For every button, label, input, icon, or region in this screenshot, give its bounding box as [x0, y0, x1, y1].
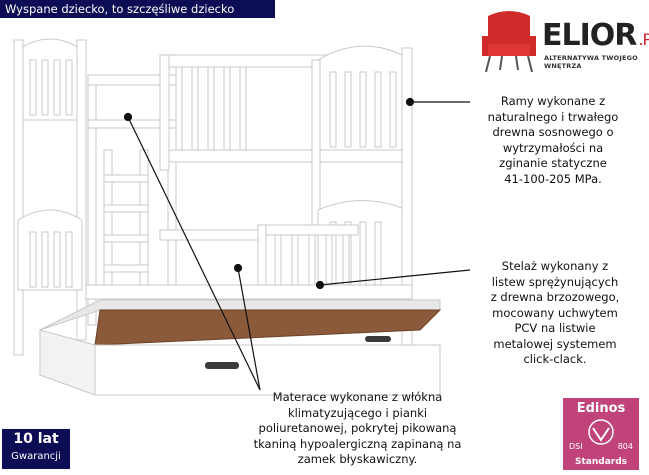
bunk-bed-illustration	[13, 38, 470, 396]
elior-logo: ELIOR.PL ALTERNATYWA TWOJEGO WNĘTRZA	[480, 6, 649, 76]
mattress-description: Materace wykonane z włókna klimatyzujące…	[253, 390, 462, 466]
certificate-number: 804	[617, 442, 633, 451]
certificate-standard: DSI	[569, 442, 583, 451]
logo-wordmark: ELIOR.PL	[542, 18, 649, 53]
edinos-certificate-badge: Edinos DSI 804 Standards	[563, 398, 639, 470]
certificate-label: Standards	[574, 457, 628, 467]
banner-title: Wyspane dziecko, to szczęśliwe dziecko	[5, 2, 235, 16]
page-banner: Wyspane dziecko, to szczęśliwe dziecko	[0, 0, 275, 18]
certificate-shield-icon	[588, 419, 614, 445]
warranty-label: Gwarancji	[11, 451, 61, 462]
slats-description: Stelaż wykonany z listew sprężynujących …	[490, 259, 620, 366]
warranty-badge: 10 lat Gwarancji	[2, 429, 70, 469]
frame-description: Ramy wykonane z naturalnego i trwałego d…	[487, 94, 619, 186]
certificate-brand: Edinos	[576, 401, 626, 416]
logo-tagline: ALTERNATYWA TWOJEGO WNĘTRZA	[544, 54, 638, 70]
warranty-years: 10 lat	[13, 431, 59, 447]
armchair-icon	[482, 11, 536, 73]
